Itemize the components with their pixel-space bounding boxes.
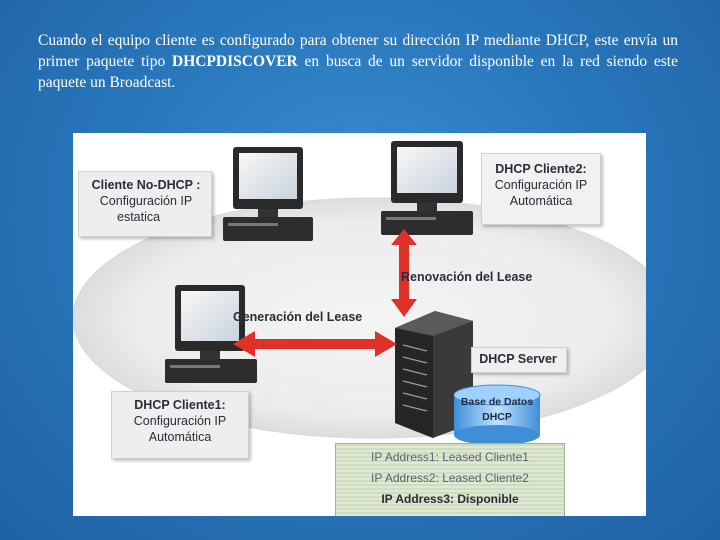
database-label: Base de Datos DHCP [451, 395, 543, 425]
diagram-graphics [73, 141, 646, 445]
paragraph-text-2: en busca de un servidor disponible en la… [38, 53, 678, 91]
server-label-box [471, 347, 567, 373]
computer-icon-cliente2 [381, 141, 473, 235]
cliente2-label: DHCP Cliente2: Configuración IP Automáti… [483, 161, 599, 209]
no-dhcp-line1: Configuración IP [99, 194, 193, 208]
database-icon [453, 384, 541, 445]
cliente2-box [481, 153, 601, 225]
cliente1-line2: Automática [148, 430, 212, 444]
ip-address-list: IP Address1: Leased Cliente1 IP Address2… [335, 443, 565, 516]
generacion-label: Generación del Lease [233, 310, 363, 324]
no-dhcp-box [78, 171, 212, 237]
paragraph-text-1: Cuando el equipo cliente es configurado … [38, 32, 678, 70]
cliente1-title: DHCP Cliente1: [134, 398, 226, 412]
ip-address-3: IP Address3: Disponible [381, 492, 519, 506]
cliente2-line1: Configuración IP [494, 178, 588, 192]
dhcp-diagram: Cliente No-DHCP : Configuración IP estat… [73, 133, 646, 516]
renovacion-arrow [391, 229, 417, 317]
no-dhcp-line2: estatica [117, 210, 161, 224]
ip-address-2: IP Address2: Leased Cliente2 [371, 471, 529, 485]
server-label: DHCP Server [479, 352, 557, 366]
computer-icon-top [223, 147, 313, 241]
cliente2-line2: Automática [509, 194, 573, 208]
paragraph-bold-term: DHCPDISCOVER [172, 53, 298, 70]
cliente1-label: DHCP Cliente1: Configuración IP Automáti… [115, 397, 245, 445]
computer-icon-cliente1 [165, 285, 257, 383]
database-line1: Base de Datos [460, 396, 534, 408]
no-dhcp-title: Cliente No-DHCP : [91, 178, 201, 192]
slide-paragraph: Cuando el equipo cliente es configurado … [38, 30, 678, 93]
generacion-arrow [233, 331, 397, 357]
no-dhcp-label: Cliente No-DHCP : Configuración IP estat… [83, 177, 209, 225]
cliente1-line1: Configuración IP [133, 414, 227, 428]
cliente1-box [111, 391, 249, 459]
cliente2-title: DHCP Cliente2: [495, 162, 587, 176]
database-line2: DHCP [482, 411, 512, 423]
ip-address-1: IP Address1: Leased Cliente1 [371, 450, 529, 464]
server-icon [395, 311, 473, 438]
renovacion-label: Renovación del Lease [401, 270, 533, 284]
